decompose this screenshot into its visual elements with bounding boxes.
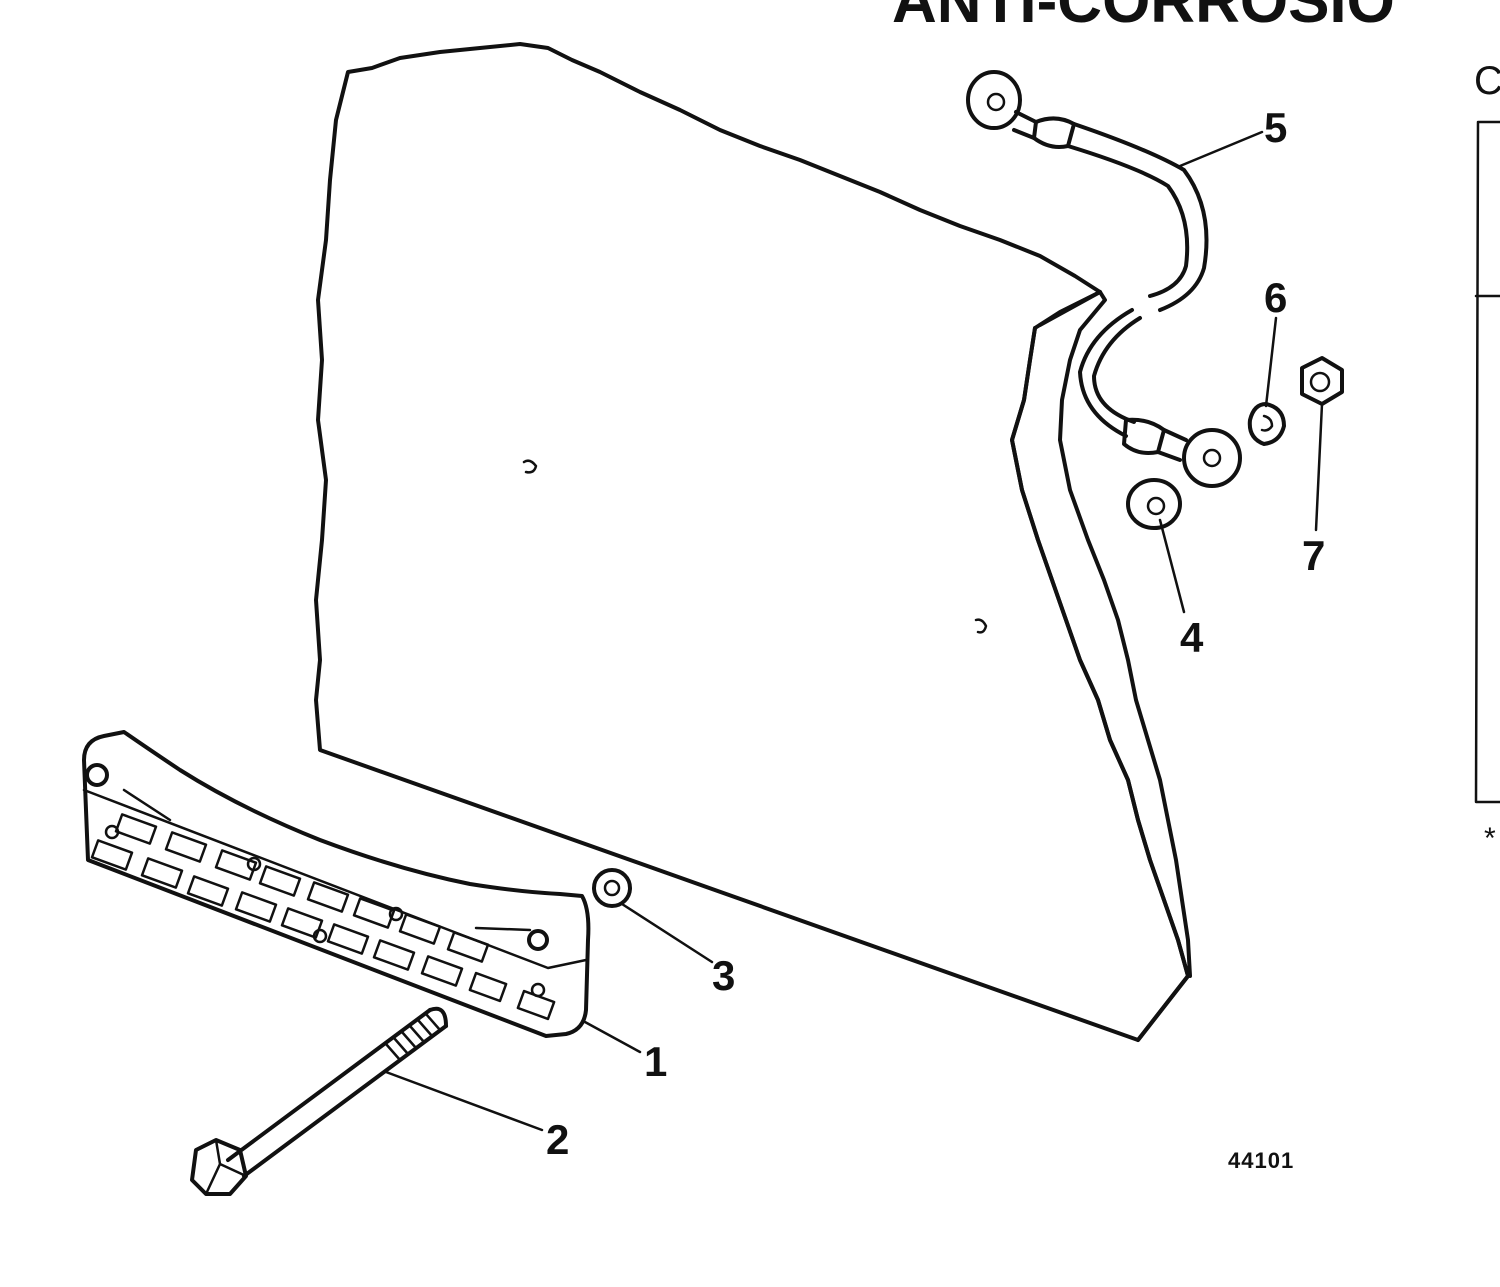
callout-2: 2 bbox=[546, 1116, 569, 1163]
strap-hole-top bbox=[986, 92, 1006, 112]
anode-slots bbox=[90, 813, 556, 1021]
lock-washer-split bbox=[1260, 414, 1274, 432]
strap-hole-bottom bbox=[1202, 448, 1222, 468]
spacer-outer bbox=[1126, 478, 1182, 530]
strap-cable-upper bbox=[1066, 122, 1209, 312]
leader-1 bbox=[583, 1020, 642, 1054]
side-mark: * bbox=[1484, 822, 1496, 855]
bolt-tip bbox=[428, 1006, 448, 1028]
strap-terminal-top bbox=[1012, 110, 1038, 140]
figure-id: 44101 bbox=[1228, 1148, 1294, 1173]
panel-thickness-edge bbox=[1010, 326, 1190, 1042]
side-letter: C bbox=[1474, 59, 1500, 103]
anode-ribs bbox=[122, 788, 532, 932]
bolt-head-facets bbox=[204, 1138, 248, 1196]
bolt bbox=[190, 1006, 448, 1196]
washer bbox=[592, 868, 632, 908]
transom-panel bbox=[314, 42, 1192, 1042]
mounting-hole-upper bbox=[522, 459, 538, 474]
bolt-shank bbox=[226, 1008, 448, 1178]
anode-end-hole-right bbox=[527, 929, 549, 951]
callout-6: 6 bbox=[1264, 274, 1287, 321]
anode-outline bbox=[82, 730, 591, 1038]
table-border bbox=[1474, 120, 1500, 804]
strap-sleeve-bottom bbox=[1122, 417, 1166, 455]
lock-washer-outer bbox=[1247, 402, 1286, 446]
spacer bbox=[1126, 478, 1182, 530]
strap-cable-lower bbox=[1078, 308, 1142, 438]
anode-end-hole-left bbox=[85, 763, 109, 787]
leader-2 bbox=[384, 1070, 544, 1132]
nut-hole bbox=[1309, 371, 1331, 393]
leader-6 bbox=[1264, 316, 1278, 408]
anode-bar bbox=[82, 730, 591, 1038]
bolt-head bbox=[190, 1138, 248, 1196]
leader-lines bbox=[384, 130, 1324, 1132]
leader-7 bbox=[1314, 402, 1324, 532]
panel-back-edge bbox=[1058, 290, 1192, 978]
washer-hole bbox=[603, 879, 621, 897]
callout-5: 5 bbox=[1264, 104, 1287, 151]
mounting-hole-lower bbox=[974, 618, 988, 634]
lock-washer bbox=[1247, 402, 1286, 446]
title-fragment: ANTI-CORROSIO bbox=[892, 0, 1395, 36]
callout-7: 7 bbox=[1302, 532, 1325, 579]
strap-sleeve-top bbox=[1032, 116, 1076, 149]
nut-outline bbox=[1300, 356, 1344, 406]
anode-top-edge bbox=[82, 788, 588, 970]
leader-5 bbox=[1178, 130, 1264, 168]
anode-bosses bbox=[104, 824, 546, 998]
bolt-threads bbox=[384, 1012, 442, 1062]
panel-outline bbox=[314, 42, 1190, 1042]
panel-top-edge bbox=[1038, 290, 1102, 327]
spacer-hole bbox=[1146, 496, 1166, 516]
callout-3: 3 bbox=[712, 952, 735, 999]
leader-4 bbox=[1158, 518, 1186, 614]
leader-3 bbox=[620, 902, 714, 964]
callout-numbers: 1 2 3 4 5 6 7 bbox=[546, 104, 1325, 1163]
strap-ring-bottom bbox=[1182, 428, 1242, 488]
strap-ring-top bbox=[966, 70, 1022, 130]
callout-1: 1 bbox=[644, 1038, 667, 1085]
callout-4: 4 bbox=[1180, 614, 1204, 661]
side-table-fragment: C * bbox=[1474, 59, 1500, 855]
ground-strap bbox=[966, 70, 1242, 488]
nut bbox=[1300, 356, 1344, 406]
strap-terminal-bottom bbox=[1156, 428, 1188, 462]
washer-outer bbox=[592, 868, 632, 908]
